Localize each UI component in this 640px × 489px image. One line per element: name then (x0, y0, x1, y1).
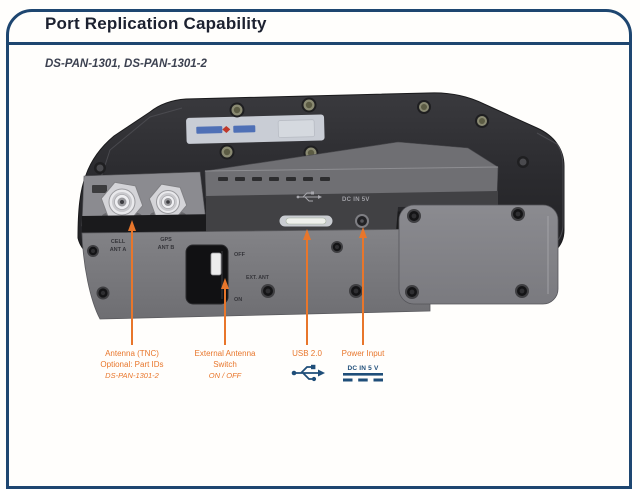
power-input-hole (355, 214, 369, 228)
page-subtitle: DS-PAN-1301, DS-PAN-1301-2 (45, 58, 207, 70)
dc-power-icon: DC IN 5 V (343, 365, 383, 382)
svg-text:Power Input: Power Input (342, 349, 385, 358)
svg-text:USB 2.0: USB 2.0 (292, 349, 322, 358)
device-figure: DC IN 5V CELL ANT A GPS ANT B (77, 92, 565, 382)
cell-ant-label2: ANT A (110, 247, 127, 253)
antenna-switch (185, 244, 229, 305)
tnc-connector-gps (148, 183, 188, 221)
tnc-connector-cell (100, 181, 144, 223)
switch-off-label: OFF (234, 252, 246, 258)
switch-ext-ant-label: EXT. ANT (246, 275, 270, 281)
right-access-panel (398, 204, 559, 305)
usb-print-icon (296, 191, 322, 202)
svg-text:Antenna (TNC): Antenna (TNC) (105, 349, 159, 358)
svg-text:External Antenna: External Antenna (195, 349, 256, 358)
cell-ant-label: CELL (111, 239, 126, 245)
callout-line-switch (221, 278, 229, 345)
callout-switch-label: External Antenna Switch ON / OFF (195, 349, 256, 380)
svg-text:DS-PAN-1301-2: DS-PAN-1301-2 (105, 371, 159, 380)
page-title: Port Replication Capability (45, 14, 267, 33)
bottom-face: CELL ANT A GPS ANT B OFF EXT. ANT ON (81, 228, 431, 320)
callout-line-antenna (128, 220, 136, 345)
port-block-front: DC IN 5V (206, 191, 498, 236)
bottom-screws (87, 241, 363, 300)
usb-port (278, 214, 334, 228)
callout-line-usb (303, 229, 311, 345)
brand-label (186, 114, 325, 144)
callout-usb-label: USB 2.0 (291, 349, 325, 382)
svg-text:Optional: Part IDs: Optional: Part IDs (100, 360, 163, 369)
switch-slider (210, 252, 222, 276)
svg-text:Switch: Switch (213, 360, 237, 369)
svg-text:ON / OFF: ON / OFF (209, 371, 242, 380)
callout-antenna-label: Antenna (TNC) Optional: Part IDs DS-PAN-… (100, 349, 163, 380)
device-body: DC IN 5V CELL ANT A GPS ANT B (77, 92, 565, 320)
switch-on-label: ON (234, 297, 242, 303)
callout-line-power (359, 227, 367, 345)
svg-text:DC IN 5 V: DC IN 5 V (347, 365, 379, 372)
title-divider (6, 42, 632, 45)
usb-icon (291, 364, 325, 382)
gps-ant-label: GPS (160, 237, 172, 243)
vent-grille (204, 141, 499, 199)
dc-in-print: DC IN 5V (342, 197, 370, 203)
gps-ant-label2: ANT B (158, 245, 175, 251)
callout-power-label: Power Input DC IN 5 V (342, 349, 385, 382)
